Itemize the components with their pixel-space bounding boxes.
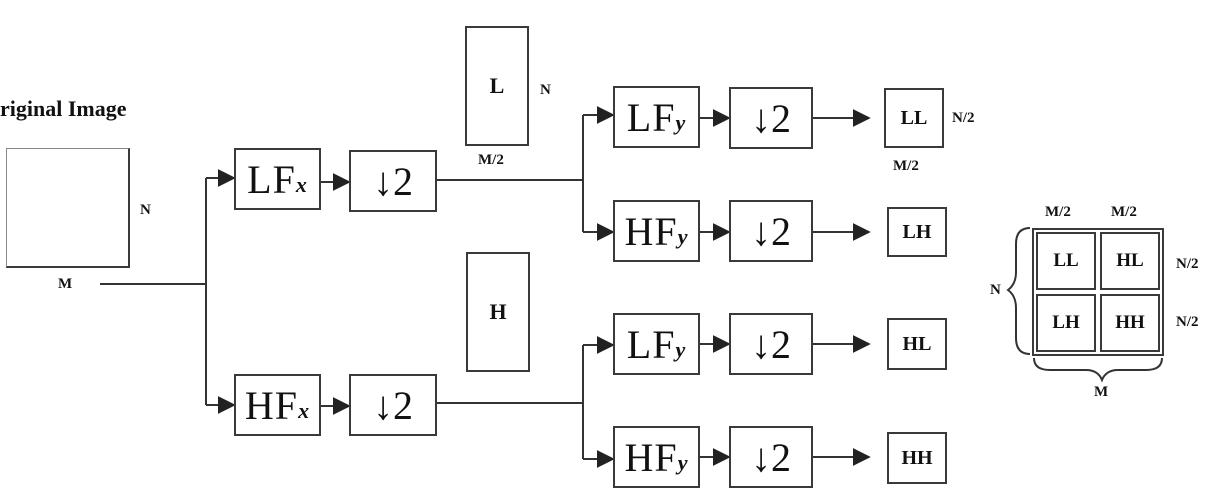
summary-top-m2-right: M/2 bbox=[1111, 204, 1137, 220]
output-ll-dim-m2: M/2 bbox=[893, 158, 919, 174]
original-dim-m: M bbox=[58, 276, 73, 292]
downsample-box-hfx: ↓2 bbox=[349, 374, 437, 436]
original-image-box bbox=[6, 148, 130, 268]
downsample-box-3: ↓2 bbox=[729, 313, 813, 375]
intermediate-l-dim-n: N bbox=[540, 82, 551, 98]
summary-right-n2-bottom: N/2 bbox=[1176, 314, 1199, 330]
summary-grid: LL HL LH HH bbox=[1032, 228, 1164, 356]
summary-cell-ll: LL bbox=[1036, 232, 1096, 290]
output-lh-box: LH bbox=[887, 207, 947, 257]
bottom-brace bbox=[1033, 357, 1163, 383]
intermediate-l-box: L bbox=[465, 26, 529, 146]
output-hl-box: HL bbox=[887, 318, 947, 370]
original-dim-n: N bbox=[140, 202, 151, 218]
downsample-box-2: ↓2 bbox=[729, 200, 813, 262]
summary-cell-hl: HL bbox=[1100, 232, 1160, 290]
output-hh-box: HH bbox=[887, 432, 947, 484]
original-image-title: riginal Image bbox=[0, 96, 127, 121]
output-ll-box: LL bbox=[884, 88, 944, 148]
downsample-box-1: ↓2 bbox=[729, 87, 813, 149]
summary-bottom-m: M bbox=[1094, 384, 1109, 400]
summary-right-n2-top: N/2 bbox=[1176, 256, 1199, 272]
summary-cell-hh: HH bbox=[1100, 294, 1160, 352]
downsample-box-4: ↓2 bbox=[729, 426, 813, 488]
left-brace bbox=[1006, 227, 1031, 355]
summary-left-n: N bbox=[990, 282, 1001, 298]
summary-cell-lh: LH bbox=[1036, 294, 1096, 352]
downsample-box-lfx: ↓2 bbox=[349, 150, 437, 212]
output-ll-dim-n2: N/2 bbox=[952, 110, 975, 126]
summary-top-m2-left: M/2 bbox=[1045, 204, 1071, 220]
intermediate-l-dim-m2: M/2 bbox=[478, 152, 504, 168]
intermediate-h-box: H bbox=[466, 252, 530, 372]
